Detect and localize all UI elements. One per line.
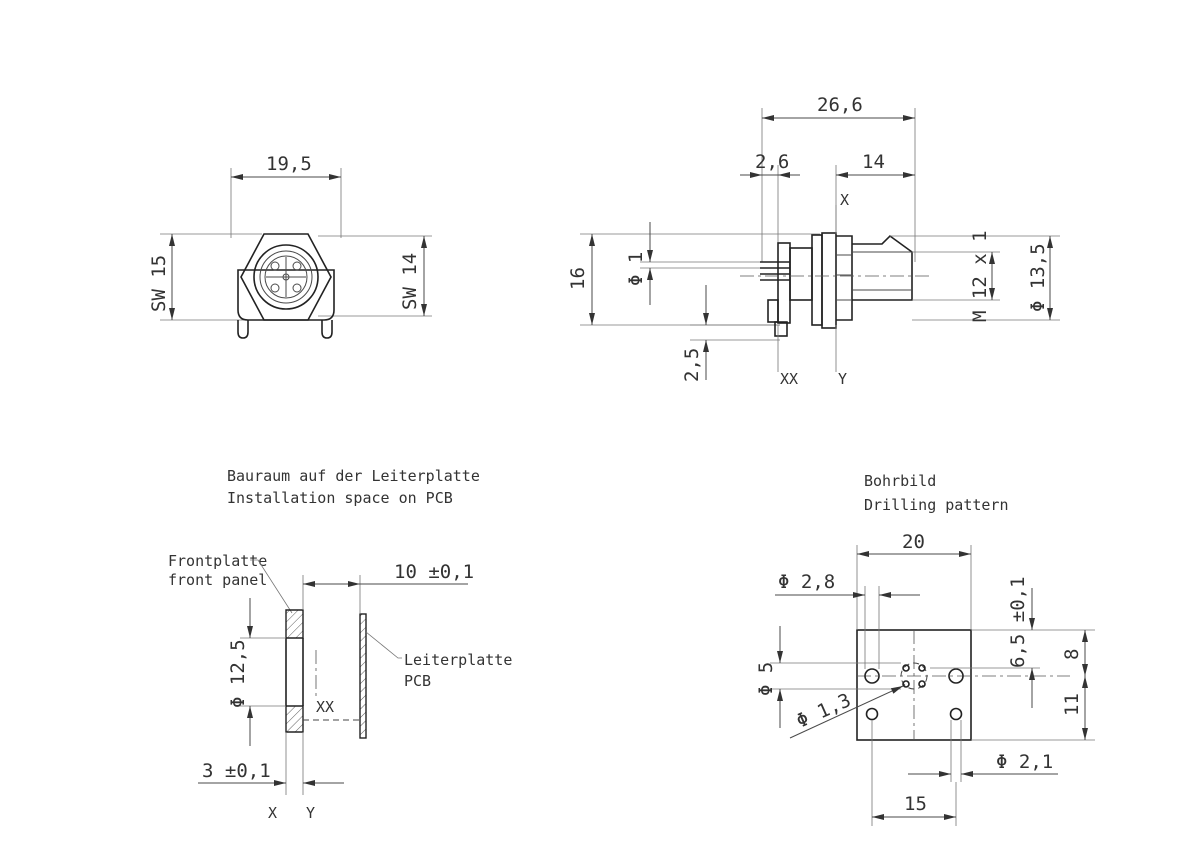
front-sw-right-dim: SW 14 (399, 253, 421, 310)
side-pin-diameter-dim: Φ 1 (625, 252, 647, 286)
side-label-x: X (840, 191, 849, 209)
side-flange-dim: 2,6 (755, 151, 789, 173)
side-pin-length-dim: 2,5 (681, 348, 703, 382)
installation-label-y: Y (306, 804, 315, 822)
pcb-label-en: PCB (404, 672, 431, 690)
installation-view: Bauraum auf der Leiterplatte Installatio… (168, 467, 512, 822)
installation-title-en: Installation space on PCB (227, 489, 453, 507)
drilling-big-hole-dim: Φ 2,8 (778, 571, 835, 593)
side-label-xx: XX (780, 370, 798, 388)
side-height-dim: 16 (567, 267, 589, 290)
side-outer-diameter-dim: Φ 13,5 (1027, 243, 1049, 312)
installation-thickness-dim: 3 ±0,1 (202, 760, 271, 782)
installation-hole-dim: Φ 12,5 (227, 639, 249, 708)
drilling-spacing-dim: 15 (904, 793, 927, 815)
side-total-length-dim: 26,6 (817, 94, 863, 116)
drilling-square-dim: Φ 5 (755, 662, 777, 696)
side-label-y: Y (838, 370, 847, 388)
installation-label-xx: XX (316, 698, 334, 716)
drilling-offset-dim: 6,5 ±0,1 (1007, 576, 1029, 668)
drilling-view: Bohrbild Drilling pattern 20 Φ 2,8 (755, 472, 1095, 826)
front-view: 19,5 SW 15 SW 14 (148, 153, 432, 339)
side-thread-dim: M 12 x 1 (969, 230, 991, 322)
front-panel-label-en: front panel (168, 571, 267, 589)
side-view: 26,6 2,6 14 16 Φ 1 2,5 (567, 94, 1060, 388)
drilling-title-en: Drilling pattern (864, 496, 1009, 514)
installation-title-de: Bauraum auf der Leiterplatte (227, 467, 480, 485)
front-sw-left-dim: SW 15 (148, 255, 170, 312)
installation-distance-dim: 10 ±0,1 (394, 561, 474, 583)
drilling-small-hole-dim: Φ 1,3 (793, 689, 854, 732)
drilling-height-8-dim: 8 (1061, 649, 1083, 660)
side-thread-length-dim: 14 (862, 151, 885, 173)
drilling-title-de: Bohrbild (864, 472, 936, 490)
drilling-width-dim: 20 (902, 531, 925, 553)
front-width-dim: 19,5 (266, 153, 312, 175)
drilling-height-11-dim: 11 (1061, 693, 1083, 716)
pcb-label-de: Leiterplatte (404, 651, 512, 669)
front-panel-label-de: Frontplatte (168, 552, 267, 570)
drilling-pin-hole-dim: Φ 2,1 (996, 751, 1053, 773)
installation-label-x: X (268, 804, 277, 822)
